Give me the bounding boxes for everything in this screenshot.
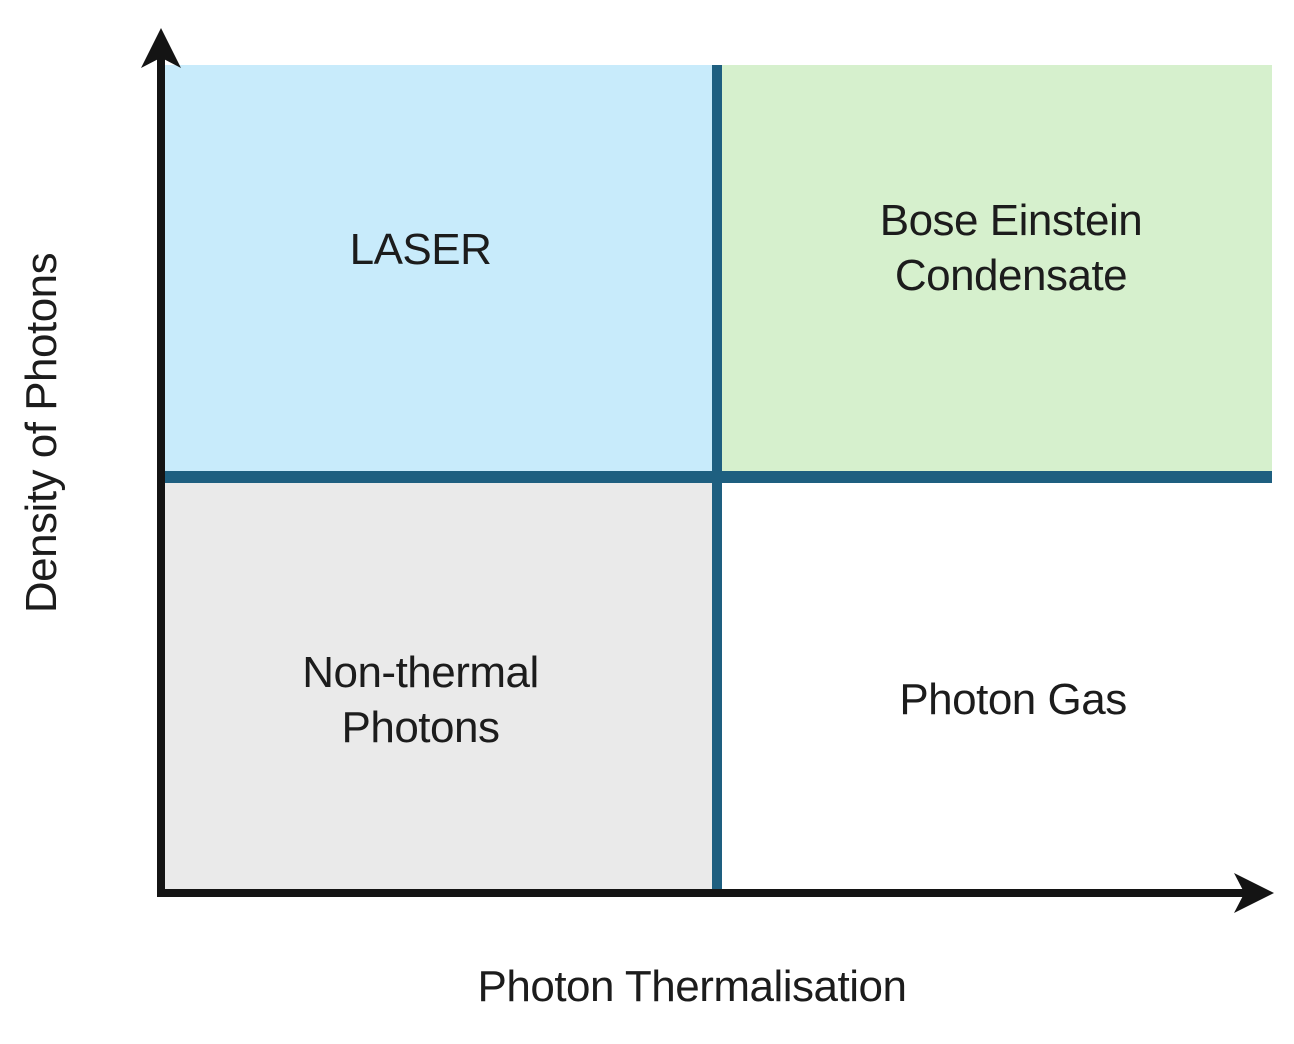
y-axis-label: Density of Photons [17, 252, 66, 614]
photon-gas-label: Photon Gas [899, 675, 1127, 725]
non-thermal-label-line1: Non-thermal [302, 647, 539, 697]
non-thermal-photons-label: Non-thermal Photons [302, 645, 539, 756]
bec-label-line2: Condensate [894, 251, 1128, 300]
bose-einstein-condensate-label: Bose Einstein Condensate [880, 193, 1143, 304]
quadrant-photon-gas: Photon Gas [722, 483, 1272, 889]
x-axis-label: Photon Thermalisation [477, 962, 907, 1011]
non-thermal-label-line2: Photons [341, 703, 500, 752]
quadrant-non-thermal-photons: Non-thermal Photons [165, 483, 712, 889]
horizontal-divider-line [165, 471, 1272, 483]
laser-label: LASER [349, 225, 492, 275]
x-axis-line [157, 889, 1245, 897]
quadrant-laser: LASER [165, 65, 712, 471]
y-axis-line [157, 52, 165, 897]
quadrant-bose-einstein-condensate: Bose Einstein Condensate [722, 65, 1272, 471]
bec-label-line1: Bose Einstein [879, 195, 1143, 245]
